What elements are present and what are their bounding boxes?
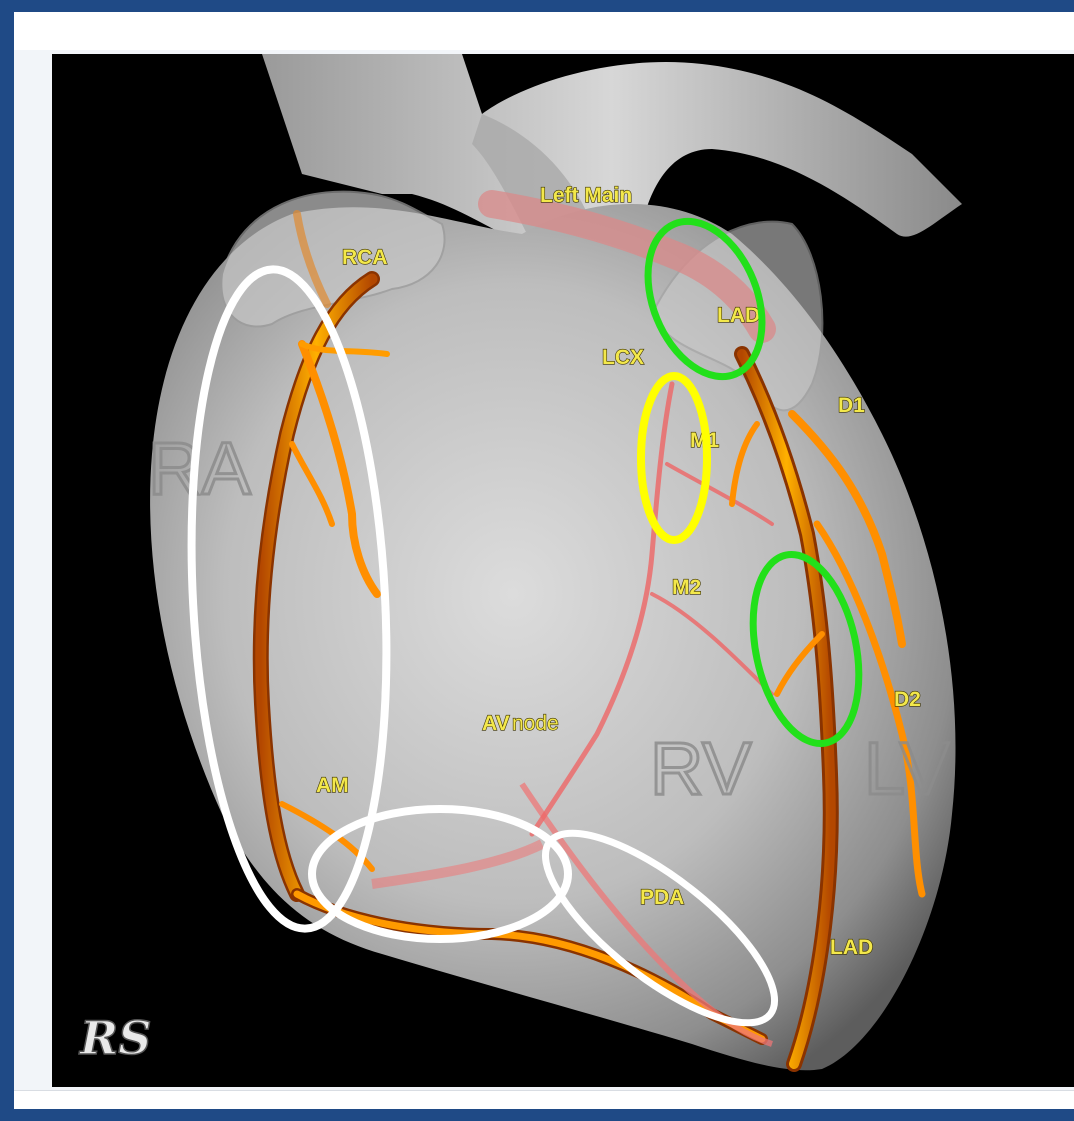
label-lad-top: LAD (717, 304, 760, 327)
label-d2: D2 (894, 688, 921, 711)
artist-signature: RS (78, 1011, 151, 1065)
label-av: AV (482, 712, 510, 735)
label-node: node (512, 712, 559, 735)
label-d1: D1 (838, 394, 865, 417)
heart-illustration: RA RV LV Left Main RCA LAD LCX D1 M1 M2 … (52, 54, 1074, 1087)
label-lad-bottom: LAD (830, 936, 873, 959)
label-m2: M2 (672, 576, 701, 599)
label-pda: PDA (640, 886, 684, 909)
top-margin (14, 12, 1074, 50)
label-rca: RCA (342, 246, 388, 269)
chamber-label-rv: RV (650, 727, 752, 810)
label-left-main: Left Main (540, 184, 632, 207)
coronary-artery-diagram: RA RV LV Left Main RCA LAD LCX D1 M1 M2 … (52, 54, 1074, 1087)
bottom-margin (14, 1090, 1074, 1109)
label-am: AM (316, 774, 349, 797)
chamber-label-lv: LV (864, 727, 950, 810)
label-lcx: LCX (602, 346, 644, 369)
